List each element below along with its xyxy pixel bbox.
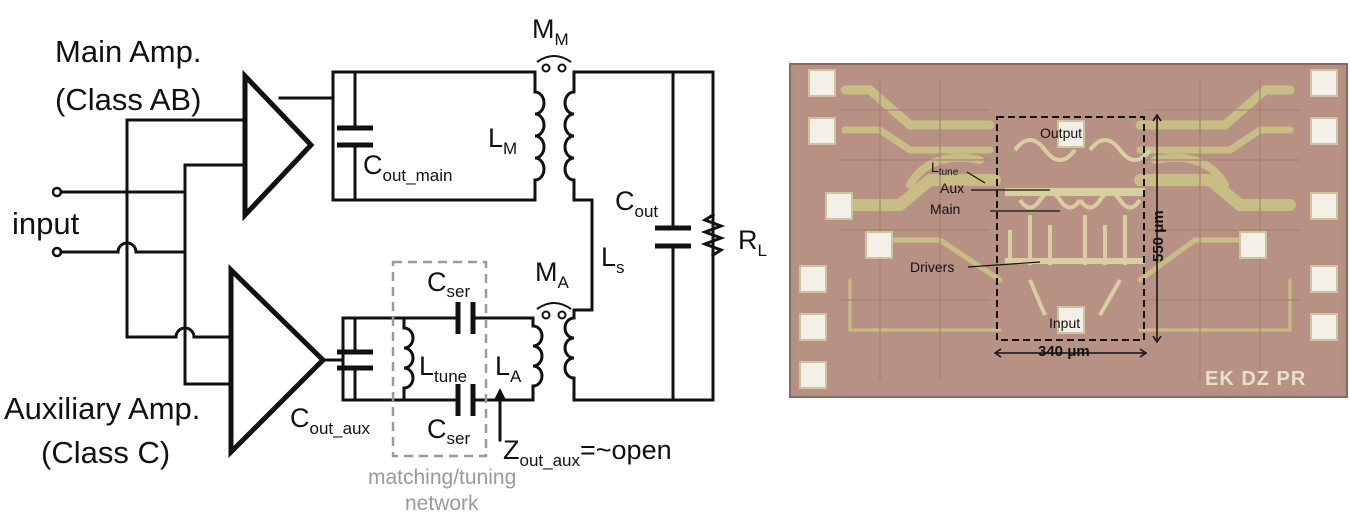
input-wire-b2	[183, 250, 232, 386]
bond-pads	[799, 69, 1338, 389]
die-output-label: Output	[1040, 125, 1082, 141]
cser-bottom-label: Cser	[427, 414, 470, 448]
zout-label: Zout_aux=~open	[503, 435, 672, 470]
main-out-wire	[278, 70, 537, 202]
core-circuitry	[1005, 138, 1152, 316]
input-wire-b	[183, 163, 247, 194]
die-ltune-label: Ltune	[931, 159, 959, 178]
network-label-1: matching/tuning	[368, 466, 516, 489]
cout-label: Cout	[615, 186, 658, 221]
main-amp-triangle	[242, 69, 315, 222]
rl-label: RL	[738, 225, 767, 260]
die-initials: EK DZ PR	[1205, 368, 1306, 390]
die-main-label: Main	[930, 201, 960, 217]
ltune-coil	[402, 316, 415, 402]
ls-coil-top	[563, 70, 594, 312]
cout-aux-label: Cout_aux	[290, 403, 370, 438]
aux-out-wire	[321, 316, 457, 402]
input-wire-a	[125, 118, 247, 194]
la-coil	[531, 316, 544, 402]
cser-top-label: Cser	[427, 267, 470, 301]
matching-network-box	[391, 260, 488, 458]
die-photo: Output Ltune Aux Main Drivers Input 340 …	[789, 63, 1348, 398]
ma-label: MA	[535, 257, 570, 292]
lm-coil	[533, 70, 546, 202]
la-label: LA	[495, 351, 522, 386]
die-aux-label: Aux	[940, 180, 964, 196]
rl-resistor	[700, 212, 726, 258]
core-outline	[996, 116, 1145, 341]
lm-label: LM	[488, 123, 517, 158]
aux-amp-label-2: (Class C)	[41, 435, 170, 470]
aux-amp-triangle	[228, 264, 327, 459]
ltune-label: Ltune	[419, 351, 467, 386]
schematic: Main Amp. (Class AB) Auxiliary Amp. (Cla…	[4, 14, 767, 515]
die-drivers-label: Drivers	[910, 259, 954, 275]
network-label-2: network	[405, 492, 479, 515]
die-height-label: 550 μm	[1150, 210, 1167, 262]
ls-coil-bottom	[563, 70, 715, 402]
cout-main-label: Cout_main	[363, 150, 452, 185]
ls-label: Ls	[601, 242, 625, 277]
input-wire-a2	[125, 190, 232, 339]
die-input-label: Input	[1049, 315, 1080, 331]
input-label: input	[12, 206, 80, 241]
mm-label: MM	[532, 14, 569, 49]
main-amp-label-2: (Class AB)	[55, 82, 201, 117]
aux-amp-label-1: Auxiliary Amp.	[4, 391, 200, 426]
main-amp-label-1: Main Amp.	[55, 34, 201, 69]
die-width-label: 340 μm	[1038, 343, 1090, 360]
